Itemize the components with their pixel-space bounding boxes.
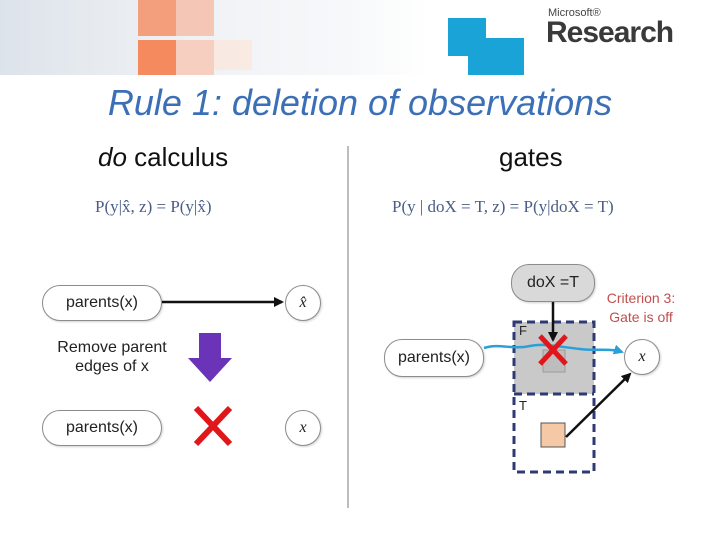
down-arrow-icon [188,333,232,382]
gate-label-true: T [519,398,527,413]
parents-node-top: parents(x) [42,285,162,321]
x-hat-node: x̂ [285,285,321,321]
criterion-label: Criterion 3: Gate is off [596,289,686,327]
gate-label-false: F [519,323,527,338]
parents-node-bottom: parents(x) [42,410,162,446]
x-node-right: x [624,339,660,375]
do-x-node: doX =T [511,264,595,302]
parents-node-right: parents(x) [384,339,484,377]
x-node-left: x [285,410,321,446]
switch-square-on [541,423,565,447]
remove-parent-edges-label: Remove parent edges of x [52,338,172,376]
